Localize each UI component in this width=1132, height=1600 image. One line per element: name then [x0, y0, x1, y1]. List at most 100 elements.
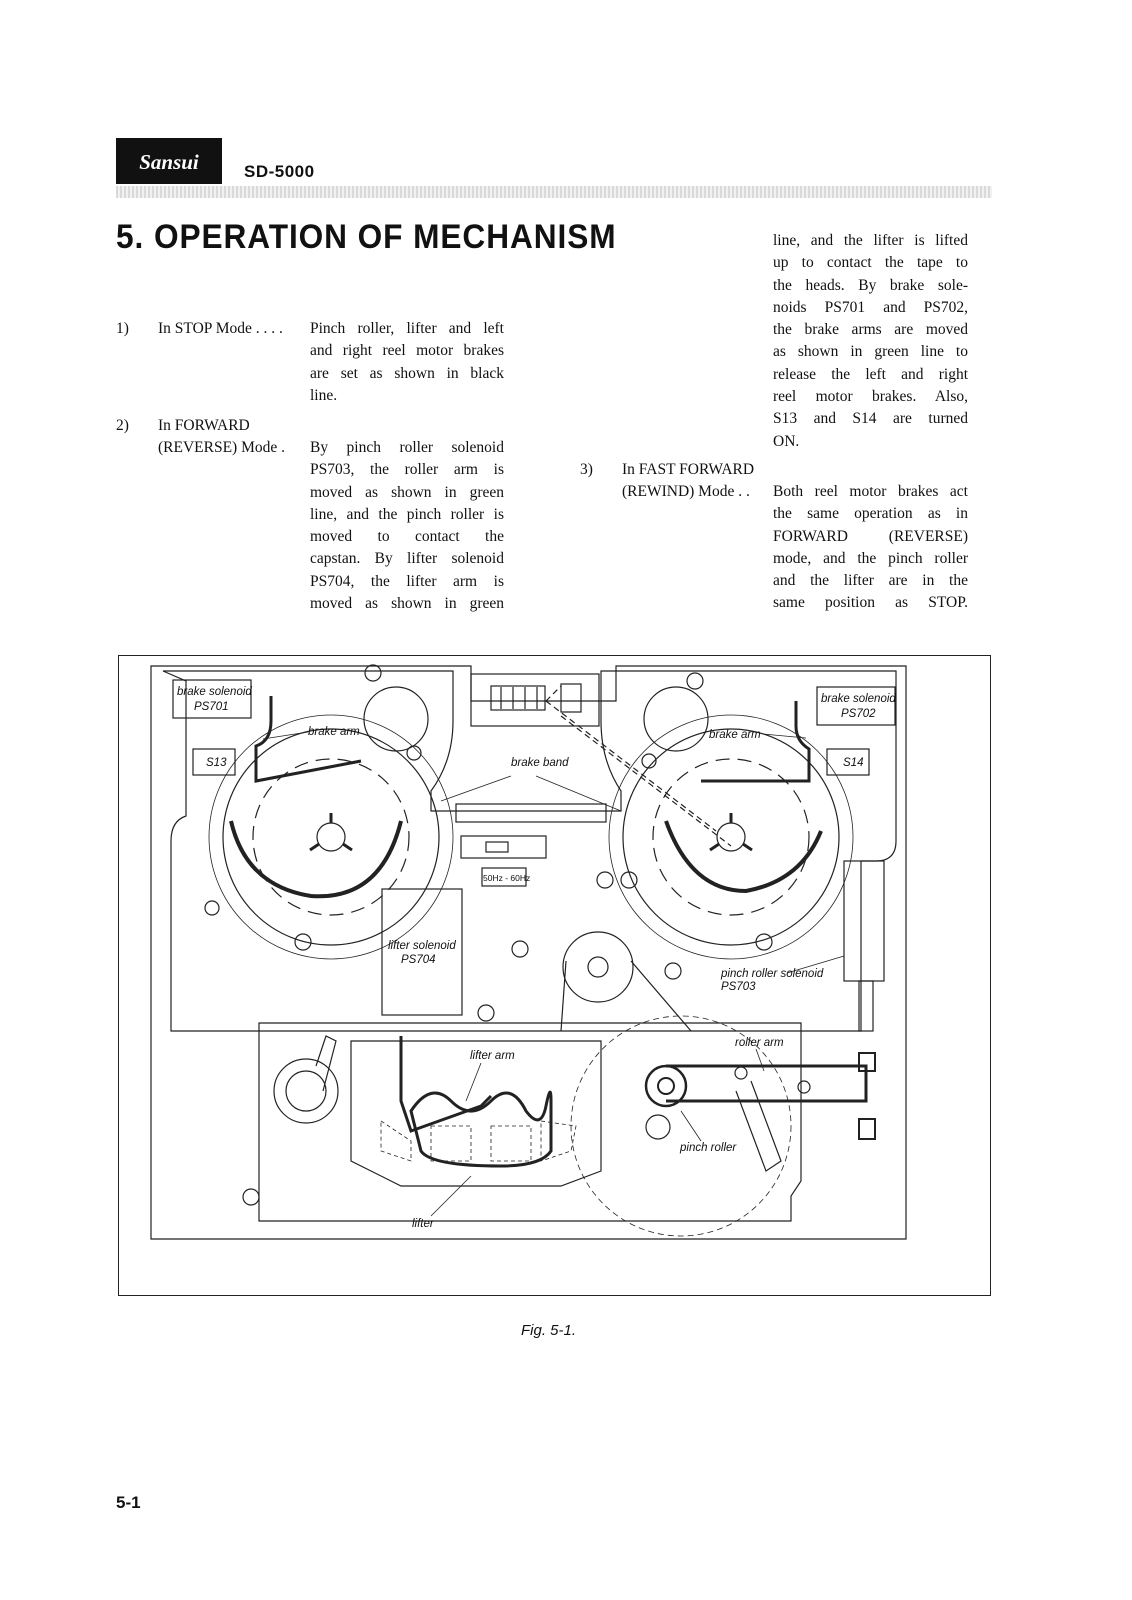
brand-logo: Sansui: [116, 138, 222, 184]
brake-arm-right-leader: [762, 733, 807, 739]
continuation-line: up to contact the tape to: [773, 254, 968, 272]
roller-arm-leader: [755, 1048, 765, 1072]
deck-plate: [162, 670, 897, 1032]
right-brake-band: [664, 820, 823, 894]
voltage-selector: [460, 835, 547, 859]
label-brake-solenoid-right: brake solenoid: [821, 693, 896, 705]
pinch-roller-inner: [657, 1077, 675, 1095]
item-3-line: Both reel motor brakes act: [773, 483, 968, 500]
lifter: [409, 1090, 553, 1168]
item-2-line: moved as shown in green: [310, 483, 504, 501]
label-freq: 50Hz - 60Hz: [483, 873, 530, 883]
right-reel-table: [622, 728, 840, 946]
screw: [620, 871, 638, 889]
center-guide: [455, 803, 607, 823]
right-reel-outer: [608, 714, 854, 960]
tension-arm-inner: [285, 1070, 327, 1112]
page-number: 5-1: [116, 1493, 141, 1512]
roller-arm-link: [735, 1080, 782, 1172]
screw: [242, 1188, 260, 1206]
freq-plate: [481, 867, 527, 887]
pinch-solenoid-box: [843, 860, 885, 982]
left-brake-arm: [254, 696, 362, 783]
left-brake-band: [229, 820, 403, 899]
capstan-flywheel: [562, 931, 634, 1003]
s13-box: [192, 748, 236, 776]
label-ps703: PS703: [721, 981, 756, 993]
label-brake-solenoid-left: brake solenoid: [177, 686, 252, 698]
item-3-mode-cont: (REWIND) Mode . .: [622, 483, 750, 500]
left-reel-dashed: [252, 758, 410, 916]
continuation-line: the heads. By brake sole-: [773, 276, 968, 294]
item-2-number: 2): [116, 417, 129, 434]
pinch-solenoid-clevis: [858, 1052, 876, 1072]
continuation-line: release the left and right: [773, 365, 968, 383]
right-spindle-arms: [709, 813, 753, 852]
head-block: [560, 683, 582, 713]
label-pinch-roller-solenoid: pinch roller solenoid: [720, 968, 824, 980]
model-label: SD-5000: [244, 162, 315, 181]
brake-band-leader: [440, 775, 622, 812]
roller-arm: [666, 1064, 868, 1103]
left-motor-pulley: [363, 686, 429, 752]
label-ps702: PS702: [841, 708, 876, 720]
label-ps701: PS701: [194, 701, 229, 713]
section-title: 5. OPERATION OF MECHANISM: [116, 218, 617, 256]
right-reel-dashed: [652, 758, 810, 916]
item-2-line: PS704, the lifter arm is: [310, 572, 504, 590]
item-3-mode: In FAST FORWARD: [622, 461, 755, 478]
tension-arm-hub: [273, 1058, 339, 1124]
item-1-mode: In STOP Mode . . . .: [158, 320, 283, 337]
item-3-description: Both reel motor brakes act the same oper…: [773, 481, 968, 615]
item-3-line: mode, and the pinch roller: [773, 549, 968, 567]
brake-solenoid-right-box: [816, 686, 896, 726]
screw: [204, 900, 220, 916]
right-brake-arm: [701, 701, 811, 783]
capstan-belt: [560, 960, 692, 1032]
continuation-line: S13 and S14 are turned: [773, 410, 968, 428]
item-1-line: are set as shown in black: [310, 364, 504, 382]
item-3-number: 3): [580, 461, 593, 478]
continuation-line: reel motor brakes. Also,: [773, 388, 968, 406]
right-spindle: [716, 822, 746, 852]
tension-arm: [315, 1035, 337, 1092]
screw: [755, 933, 773, 951]
label-roller-arm: roller arm: [735, 1037, 784, 1049]
pinch-solenoid-spring: [858, 1118, 876, 1140]
capstan-lower: [645, 1114, 671, 1140]
screw: [641, 753, 657, 769]
screw: [364, 664, 382, 682]
continuation-line: noids PS701 and PS702,: [773, 298, 968, 316]
item-2-line: PS703, the roller arm is: [310, 461, 504, 479]
label-brake-band: brake band: [511, 757, 569, 769]
head-cover: [350, 1040, 602, 1187]
roller-arm-pin: [797, 1080, 811, 1094]
screw: [664, 962, 682, 980]
item-2-line: line, and the pinch roller is: [310, 505, 504, 523]
item-3-line: and the lifter are in the: [773, 572, 968, 590]
right-motor-pulley: [643, 686, 709, 752]
lifter-leader: [430, 1175, 472, 1217]
item-3-line: FORWARD (REVERSE): [773, 527, 968, 545]
item-2-line: moved to contact the: [310, 528, 504, 546]
item-1-line: and right reel motor brakes: [310, 342, 504, 360]
selector-switch: [485, 841, 509, 853]
flywheel-outline: [570, 1015, 792, 1237]
label-s14: S14: [843, 757, 863, 769]
label-brake-arm-left: brake arm: [308, 726, 360, 738]
head-housing: [470, 673, 600, 727]
screw: [596, 871, 614, 889]
label-pinch-roller: pinch roller: [679, 1142, 737, 1154]
lifter-arm-leader: [465, 1062, 482, 1102]
counter-window: [490, 685, 546, 711]
screw: [477, 1004, 495, 1022]
item-1-number: 1): [116, 320, 129, 337]
left-reel-table: [222, 728, 440, 946]
lifter-solenoid-box: [381, 888, 463, 1016]
lower-plate: [258, 1022, 802, 1222]
item-2-description: By pinch roller solenoid PS703, the roll…: [310, 437, 504, 615]
label-lifter-arm: lifter arm: [470, 1050, 515, 1062]
continuation-line: the brake arms are moved: [773, 321, 968, 339]
item-2-continuation: line, and the lifter is lifted up to con…: [773, 230, 968, 453]
continuation-line: line, and the lifter is lifted: [773, 232, 968, 249]
